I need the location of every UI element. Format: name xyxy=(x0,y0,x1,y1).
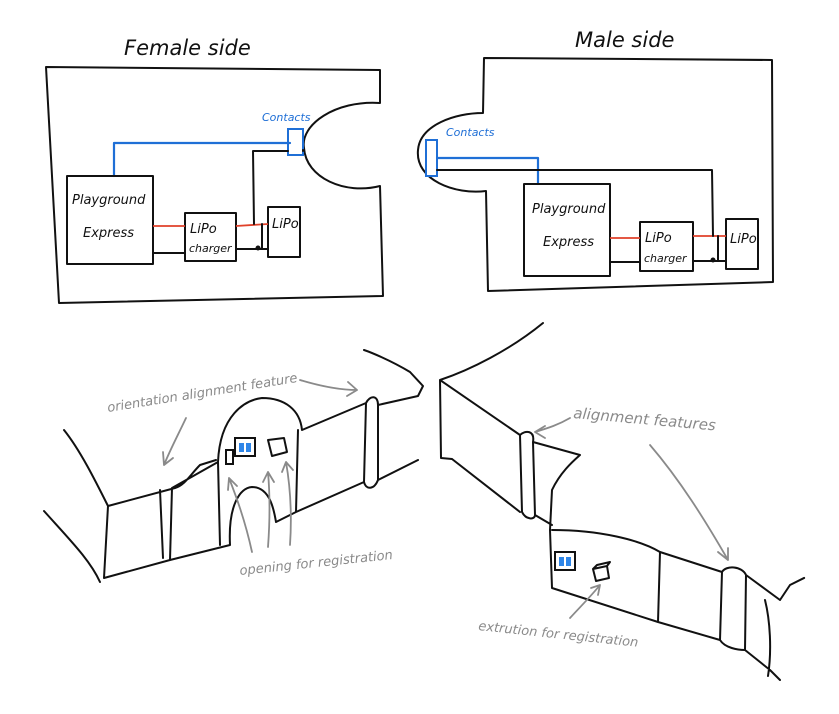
male-strap-sketch: alignment features extrution for registr… xyxy=(439,322,806,681)
opening-arrow-3 xyxy=(281,461,294,546)
female-junction-dot xyxy=(255,245,261,251)
male-strap-outline xyxy=(439,322,806,681)
female-board-label-2: Express xyxy=(83,226,134,241)
female-charger-box xyxy=(184,212,237,262)
male-extrusion xyxy=(592,561,611,582)
male-board-label-2: Express xyxy=(543,235,594,250)
male-side-diagram: Male side Contacts Playground Express Li… xyxy=(416,28,774,292)
male-port-box xyxy=(554,551,576,571)
male-charger-label-1: LiPo xyxy=(645,231,672,246)
female-opening-left xyxy=(225,449,234,465)
orientation-arrow-left xyxy=(162,417,187,466)
male-ground-wire xyxy=(609,260,727,263)
female-battery-label: LiPo xyxy=(272,217,299,232)
female-power-wire-2 xyxy=(235,223,269,227)
male-contact-wire xyxy=(436,169,719,262)
male-side-title: Male side xyxy=(575,28,674,52)
male-contact-pin-1 xyxy=(559,557,564,566)
male-contacts-block xyxy=(425,139,438,177)
female-board-label-1: Playground xyxy=(72,193,146,208)
female-battery-box xyxy=(267,206,301,258)
female-board-box xyxy=(66,175,154,265)
female-enclosure xyxy=(45,66,384,304)
male-battery-label: LiPo xyxy=(730,232,757,247)
female-strap-sketch: orientation alignment feature opening fo… xyxy=(43,349,424,583)
extrusion-annotation: extrution for registration xyxy=(478,619,639,651)
male-enclosure xyxy=(416,57,774,292)
female-port-box xyxy=(234,437,256,457)
orientation-arrow-right xyxy=(299,379,358,397)
male-board-box xyxy=(523,183,611,277)
male-signal-wire xyxy=(435,156,540,186)
female-contact-pin-1 xyxy=(239,443,244,452)
extrusion-arrow xyxy=(569,584,601,619)
orientation-annotation: orientation alignment feature xyxy=(106,371,298,416)
alignment-annotation: alignment features xyxy=(573,404,717,434)
female-charger-label-2: charger xyxy=(189,242,233,255)
female-side-title: Female side xyxy=(124,36,251,60)
male-board-label-1: Playground xyxy=(532,202,606,217)
female-charger-label-1: LiPo xyxy=(190,222,217,237)
male-battery-box xyxy=(725,218,759,270)
opening-arrow-2 xyxy=(262,471,275,548)
alignment-arrow-right xyxy=(649,444,729,561)
female-opening-right xyxy=(267,437,288,457)
female-contacts-label: Contacts xyxy=(262,111,311,124)
female-contact-pin-2 xyxy=(246,443,251,452)
opening-annotation: opening for registration xyxy=(239,548,394,579)
alignment-arrow-left xyxy=(534,417,571,439)
female-contact-wire xyxy=(252,149,304,250)
male-charger-box xyxy=(639,221,694,272)
male-contact-pin-2 xyxy=(566,557,571,566)
female-strap-outline xyxy=(43,349,424,583)
male-charger-label-2: charger xyxy=(644,252,688,265)
male-junction-dot xyxy=(710,257,716,263)
male-contacts-label: Contacts xyxy=(446,126,495,139)
female-signal-wire xyxy=(112,141,292,178)
female-side-diagram: Female side Contacts Playground Express … xyxy=(45,36,384,304)
opening-arrow-1 xyxy=(227,477,253,553)
